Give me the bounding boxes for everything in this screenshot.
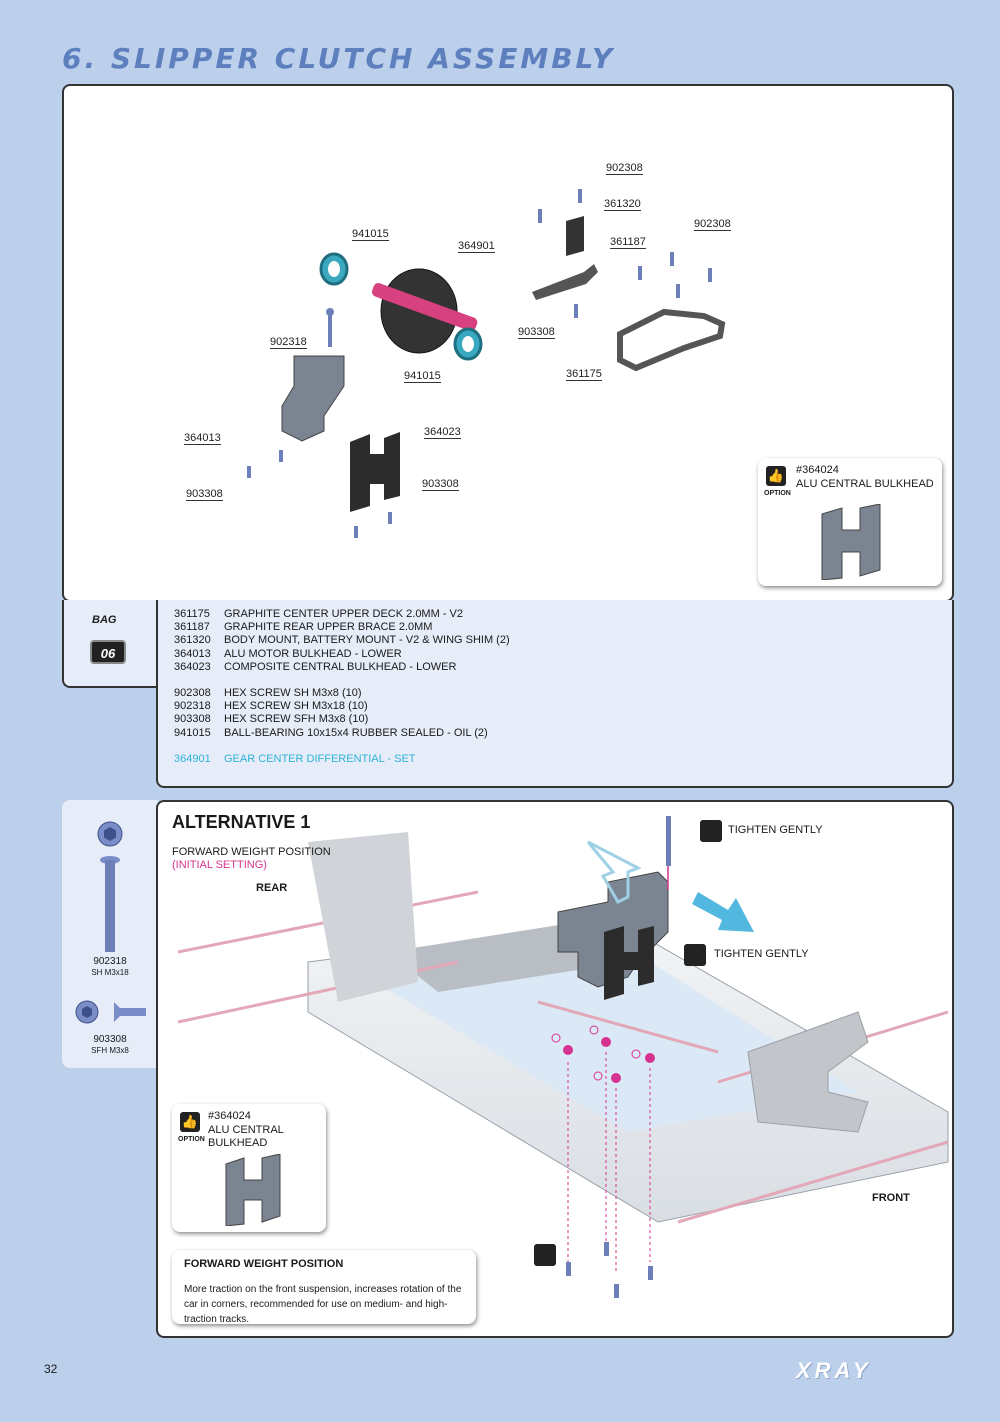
info-body: More traction on the front suspension, i… (184, 1284, 462, 1325)
brand-logo: XRAY (796, 1358, 872, 1383)
callout-361320: 361320 (604, 198, 641, 211)
info-title: FORWARD WEIGHT POSITION (184, 1258, 344, 1270)
chassis-diagram (177, 816, 949, 1298)
thumbs-up-icon: 👍 (180, 1112, 200, 1132)
option-code: #364024 (796, 464, 839, 476)
page-number: 32 (44, 1362, 58, 1376)
screw-reference-images (75, 821, 146, 1024)
callout-361175: 361175 (566, 368, 602, 381)
option-label: OPTION (178, 1136, 205, 1143)
option-box-top: 👍 OPTION #364024 ALU CENTRAL BULKHEAD (758, 458, 942, 586)
exploded-diagram (247, 189, 726, 538)
callout-364901: 364901 (458, 240, 495, 253)
callout-364023: 364023 (424, 426, 461, 439)
tighten-gently-label-1: TIGHTEN GENTLY (728, 824, 823, 836)
forward-weight-info-box: FORWARD WEIGHT POSITION More traction on… (172, 1250, 476, 1325)
option-name: ALU CENTRAL BULKHEAD (796, 478, 934, 490)
callout-361187: 361187 (610, 236, 646, 249)
bag-label: BAG (92, 614, 117, 626)
alternative-title: ALTERNATIVE 1 (172, 812, 311, 832)
alu-bulkhead-image (821, 504, 881, 580)
screwdriver-icon (684, 944, 706, 966)
bag-number: 06 (90, 640, 126, 664)
rear-label: REAR (256, 882, 288, 894)
option-box-bottom: 👍 OPTION #364024 ALU CENTRAL BULKHEAD (172, 1104, 326, 1232)
callout-902308-b: 902308 (694, 218, 731, 231)
option-name: ALU CENTRAL BULKHEAD (208, 1124, 284, 1149)
callout-903308-c: 903308 (186, 488, 223, 501)
exploded-diagram-panel: 902308 361320 902308 941015 364901 36118… (62, 84, 954, 602)
callout-941015-b: 941015 (404, 370, 441, 383)
alternative-panel: ALTERNATIVE 1 FORWARD WEIGHT POSITION (I… (156, 800, 954, 1338)
alternative-subtitle: FORWARD WEIGHT POSITION (INITIAL SETTING… (172, 846, 331, 871)
option-label: OPTION (764, 490, 791, 497)
callout-902308-a: 902308 (606, 162, 643, 175)
callout-941015-a: 941015 (352, 228, 389, 241)
callout-903308-b: 903308 (422, 478, 459, 491)
page-title: 6. SLIPPER CLUTCH ASSEMBLY (62, 42, 616, 75)
front-label: FRONT (872, 1192, 910, 1204)
callout-903308-a: 903308 (518, 326, 555, 339)
tighten-gently-label-2: TIGHTEN GENTLY (714, 948, 809, 960)
screwdriver-icon (700, 820, 722, 842)
callout-902318: 902318 (270, 336, 307, 349)
bag-tab: BAG 06 (62, 600, 158, 688)
callout-364013: 364013 (184, 432, 221, 445)
alu-bulkhead-image (225, 1154, 281, 1226)
thumbs-up-icon: 👍 (766, 466, 786, 486)
option-code: #364024 (208, 1110, 251, 1122)
